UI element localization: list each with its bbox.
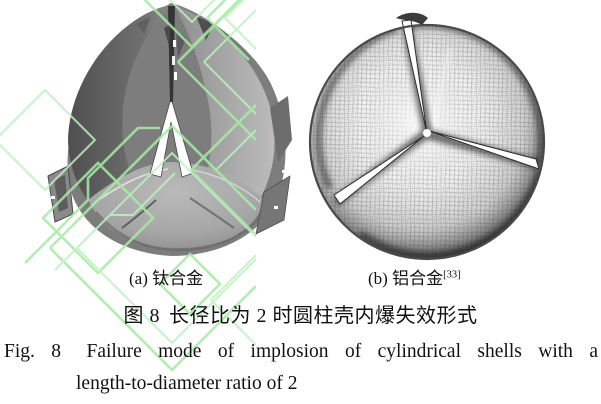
figure-number-en: Fig. 8 xyxy=(4,341,62,362)
caption-english-line1-text: Failure mode of implosion of cylindrical… xyxy=(86,341,598,362)
panel-b-caption-text: (b) 铝合金 xyxy=(368,269,444,288)
subcaption-row: (a) 钛合金 (b) 铝合金[33] xyxy=(0,265,601,293)
figure-number-zh: 图 8 xyxy=(123,305,160,327)
caption-english-line1: Fig. 8 Failure mode of implosion of cyli… xyxy=(4,336,598,368)
panel-a-caption-text: (a) 钛合金 xyxy=(129,269,204,288)
caption-chinese-text: 长径比为 2 时圆柱壳内爆失效形式 xyxy=(169,305,478,327)
caption-chinese: 图 8 长径比为 2 时圆柱壳内爆失效形式 xyxy=(0,301,601,331)
figure-panel-a-titanium xyxy=(47,3,292,256)
caption-english: Fig. 8 Failure mode of implosion of cyli… xyxy=(4,336,598,400)
panel-a-caption: (a) 钛合金 xyxy=(129,265,203,293)
figure-panel-b-aluminium xyxy=(300,12,550,264)
caption-english-line2: length-to-diameter ratio of 2 xyxy=(76,373,298,394)
citation-superscript: [33] xyxy=(443,269,461,281)
panel-b-caption: (b) 铝合金[33] xyxy=(368,265,461,293)
